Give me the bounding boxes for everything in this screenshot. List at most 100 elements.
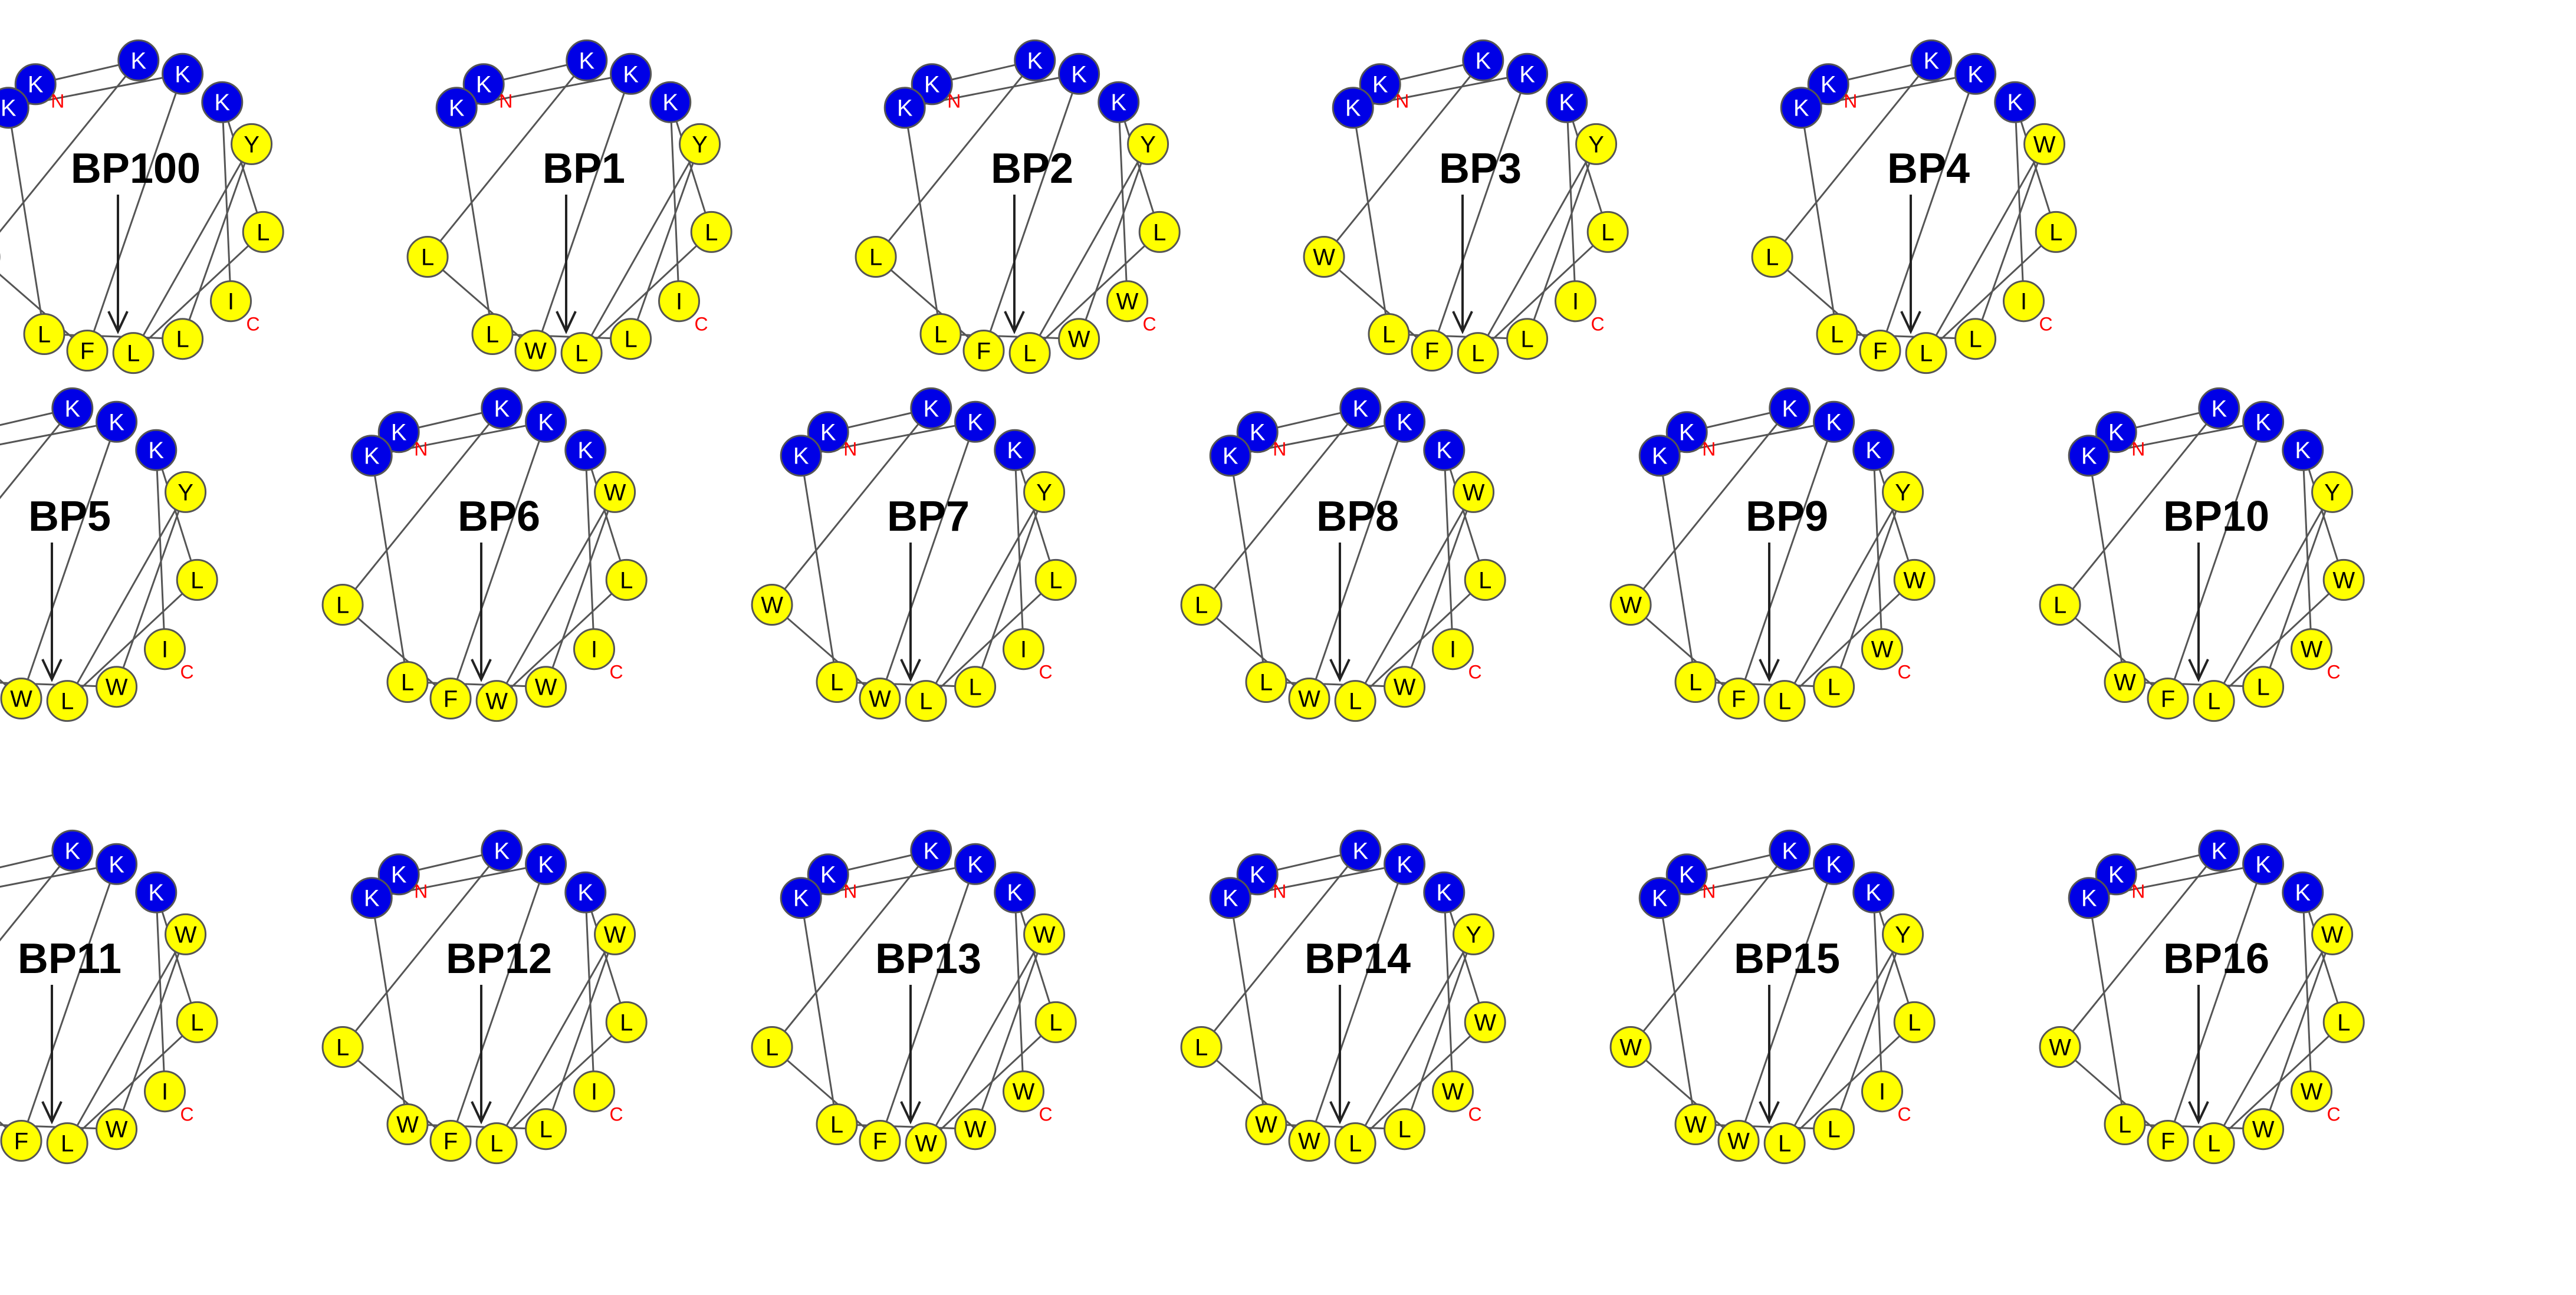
backbone-line [1737,421,1835,699]
backbone-line [800,455,838,682]
residue-hydrophobic [855,236,897,278]
residue-hydrophobic [1288,678,1330,720]
residue-letter: Y [1895,479,1911,505]
residue-charged [1852,871,1895,913]
backbone-line [983,73,1080,351]
residue-hydrophobic [1453,913,1495,955]
residue-charged [201,81,244,123]
backbone-line [669,102,681,301]
moment-arrowhead [471,1101,492,1125]
residue-letter: I [676,289,682,315]
residue-hydrophobic [23,313,65,356]
backbone-line [182,143,252,340]
residue-hydrophobic [1432,628,1474,670]
residue-charged [910,829,952,872]
backbone-line [1266,1123,1405,1130]
backbone-line [495,491,616,702]
residue-letter: L [1195,593,1208,619]
residue-letter: K [2295,438,2311,464]
residue-letter: W [524,338,547,364]
moment-arrowhead [471,659,492,682]
backbone-line [1029,231,1161,354]
residue-letter: W [106,1117,128,1143]
backbone-line [1926,231,2057,354]
c-terminus-label: C [610,662,623,683]
residue-letter: L [421,245,434,271]
backbone-line [1200,850,1361,1048]
backbone-line [2213,934,2333,1144]
residue-letter: I [162,637,168,663]
residue-letter: K [2211,396,2227,422]
residue-charged [525,400,567,443]
residue-letter: W [2301,637,2323,663]
residue-charged [2095,411,2137,453]
residue-letter: K [923,838,939,864]
c-terminus-label: C [695,314,708,335]
residue-hydrophobic [1180,1026,1223,1069]
residue-letter: K [1397,409,1412,435]
residue-letter: W [604,922,626,948]
backbone-line [1974,143,2045,340]
residue-charged [350,877,393,919]
backbone-line [1526,143,1597,340]
residue-letter: L [1520,327,1533,353]
backbone-line [584,449,627,580]
residue-letter: I [1450,637,1456,663]
residue-hydrophobic [1288,1120,1330,1162]
residue-letter: F [1873,338,1887,364]
residue-letter: K [64,396,80,422]
backbone-line [974,491,1045,688]
helical-wheel: BP11KKWFKKLWWLLKINC [0,829,218,1165]
residue-letter: K [1352,838,1368,864]
residue-letter: F [1731,686,1746,712]
backbone-line [449,863,547,1142]
residue-letter: K [1821,72,1836,98]
residue-letter: K [1007,438,1023,464]
residue-charged [883,87,926,129]
residue-charged [1638,435,1681,477]
helical-wheel: BP5KKLWKKLWYLLKINC [0,387,218,722]
residue-letter: W [761,593,783,619]
residue-letter: L [190,1010,203,1036]
backbone-line [20,863,118,1142]
residue-letter: K [577,880,593,906]
residue-hydrophobic [1058,318,1100,360]
residue-hydrophobic [471,313,514,356]
backbone-line [1354,934,1474,1144]
residue-hydrophobic [1023,913,1066,955]
residue-letter: L [1908,1010,1921,1036]
residue-letter: K [2211,838,2227,864]
backbone-line [1118,102,1129,301]
residue-letter: K [820,420,836,446]
c-terminus-label: C [180,1104,194,1125]
residue-letter: L [38,322,51,348]
residue-letter: K [1250,862,1266,888]
backbone-line [545,491,616,688]
residue-letter: W [1619,1035,1642,1061]
residue-hydrophobic [1717,678,1760,720]
backbone-line [581,231,712,354]
backbone-line [534,73,632,351]
residue-letter: K [391,420,407,446]
wheel-title: BP3 [1439,145,1522,192]
residue-hydrophobic [605,1001,648,1043]
residue-letter: L [830,1112,843,1138]
residue-letter: L [1766,245,1779,271]
n-terminus-label: N [414,881,428,902]
residue-letter: K [793,886,809,912]
residue-letter: L [61,1131,74,1157]
residue-charged [1852,429,1895,471]
residue-charged [1813,400,1855,443]
residue-hydrophobic [690,211,732,253]
c-terminus-label: C [1898,1104,1911,1125]
residue-hydrophobic [1457,332,1499,374]
residue-letter: L [486,322,499,348]
residue-hydrophobic [1127,123,1169,165]
backbone-line [940,333,1079,340]
residue-letter: L [401,670,414,696]
residue-letter: W [2321,922,2344,948]
residue-letter: K [538,852,554,877]
backbone-line [7,107,45,334]
